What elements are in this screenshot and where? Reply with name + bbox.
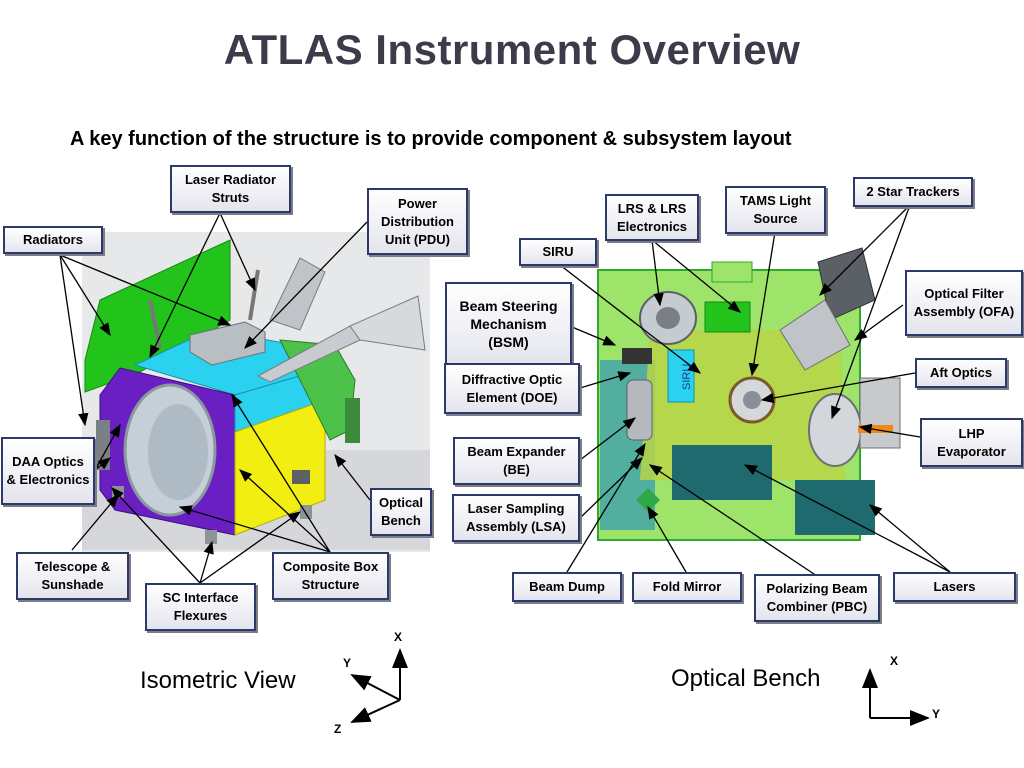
box-side-yellow <box>234 399 326 536</box>
telescope-bore-inner <box>148 404 208 500</box>
label-beam-dump: Beam Dump <box>512 572 622 602</box>
bench-arrows <box>559 204 951 579</box>
pdu-box <box>189 321 266 366</box>
side-connector <box>292 470 310 484</box>
label-sc-interface-flexures: SC Interface Flexures <box>145 583 256 631</box>
axis-label-z-iso: Z <box>334 722 342 736</box>
bench-axes <box>862 668 930 726</box>
label-lrs-electronics: LRS & LRS Electronics <box>605 194 699 241</box>
label-tams-light-source: TAMS Light Source <box>725 186 826 234</box>
strut-right <box>248 269 260 321</box>
axis-label-y-bench: Y <box>932 707 941 721</box>
label-telescope-sunshade: Telescope & Sunshade <box>16 552 129 600</box>
label-doe: Diffractive Optic Element (DOE) <box>444 363 580 414</box>
label-beam-expander: Beam Expander (BE) <box>453 437 580 485</box>
label-aft-optics: Aft Optics <box>915 358 1007 388</box>
bsm-center <box>743 391 761 409</box>
lrs-lens <box>656 307 680 329</box>
doe-unit <box>622 348 652 364</box>
label-laser-radiator-struts: Laser Radiator Struts <box>170 165 291 213</box>
aft-optics-housing <box>859 377 901 449</box>
label-lsa: Laser Sampling Assembly (LSA) <box>452 494 580 542</box>
label-radiators: Radiators <box>3 226 103 254</box>
flexure-foot-2 <box>205 530 217 544</box>
caption-optical-bench: Optical Bench <box>671 665 821 692</box>
axis-label-x-iso: X <box>394 630 403 644</box>
label-fold-mirror: Fold Mirror <box>632 572 742 602</box>
label-star-trackers: 2 Star Trackers <box>853 177 973 207</box>
label-optical-bench-iso: Optical Bench <box>370 488 432 536</box>
star-tracker-cone-1 <box>349 295 426 351</box>
label-bsm: Beam Steering Mechanism (BSM) <box>445 282 572 366</box>
isometric-axes <box>350 648 408 723</box>
axis-label-x-bench: X <box>890 654 899 668</box>
label-daa: DAA Optics & Electronics <box>1 437 95 505</box>
page-subtitle: A key function of the structure is to pr… <box>70 128 792 150</box>
page-title: ATLAS Instrument Overview <box>223 26 801 73</box>
label-pdu: Power Distribution Unit (PDU) <box>367 188 468 255</box>
label-siru: SIRU <box>519 238 597 266</box>
label-pbc: Polarizing Beam Combiner (PBC) <box>754 574 880 622</box>
label-composite-box: Composite Box Structure <box>272 552 389 600</box>
axis-z-iso <box>350 699 401 723</box>
caption-isometric-view: Isometric View <box>140 667 296 694</box>
label-lasers: Lasers <box>893 572 1016 602</box>
isometric-arrows <box>59 212 371 584</box>
axis-label-y-iso: Y <box>343 656 352 670</box>
star-tracker-2 <box>779 299 851 371</box>
bench-electronics-box <box>345 398 360 443</box>
axis-y-iso <box>350 674 401 701</box>
bench-tab-top <box>711 261 753 283</box>
label-lhp-evaporator: LHP Evaporator <box>920 418 1023 467</box>
label-ofa: Optical Filter Assembly (OFA) <box>905 270 1023 336</box>
